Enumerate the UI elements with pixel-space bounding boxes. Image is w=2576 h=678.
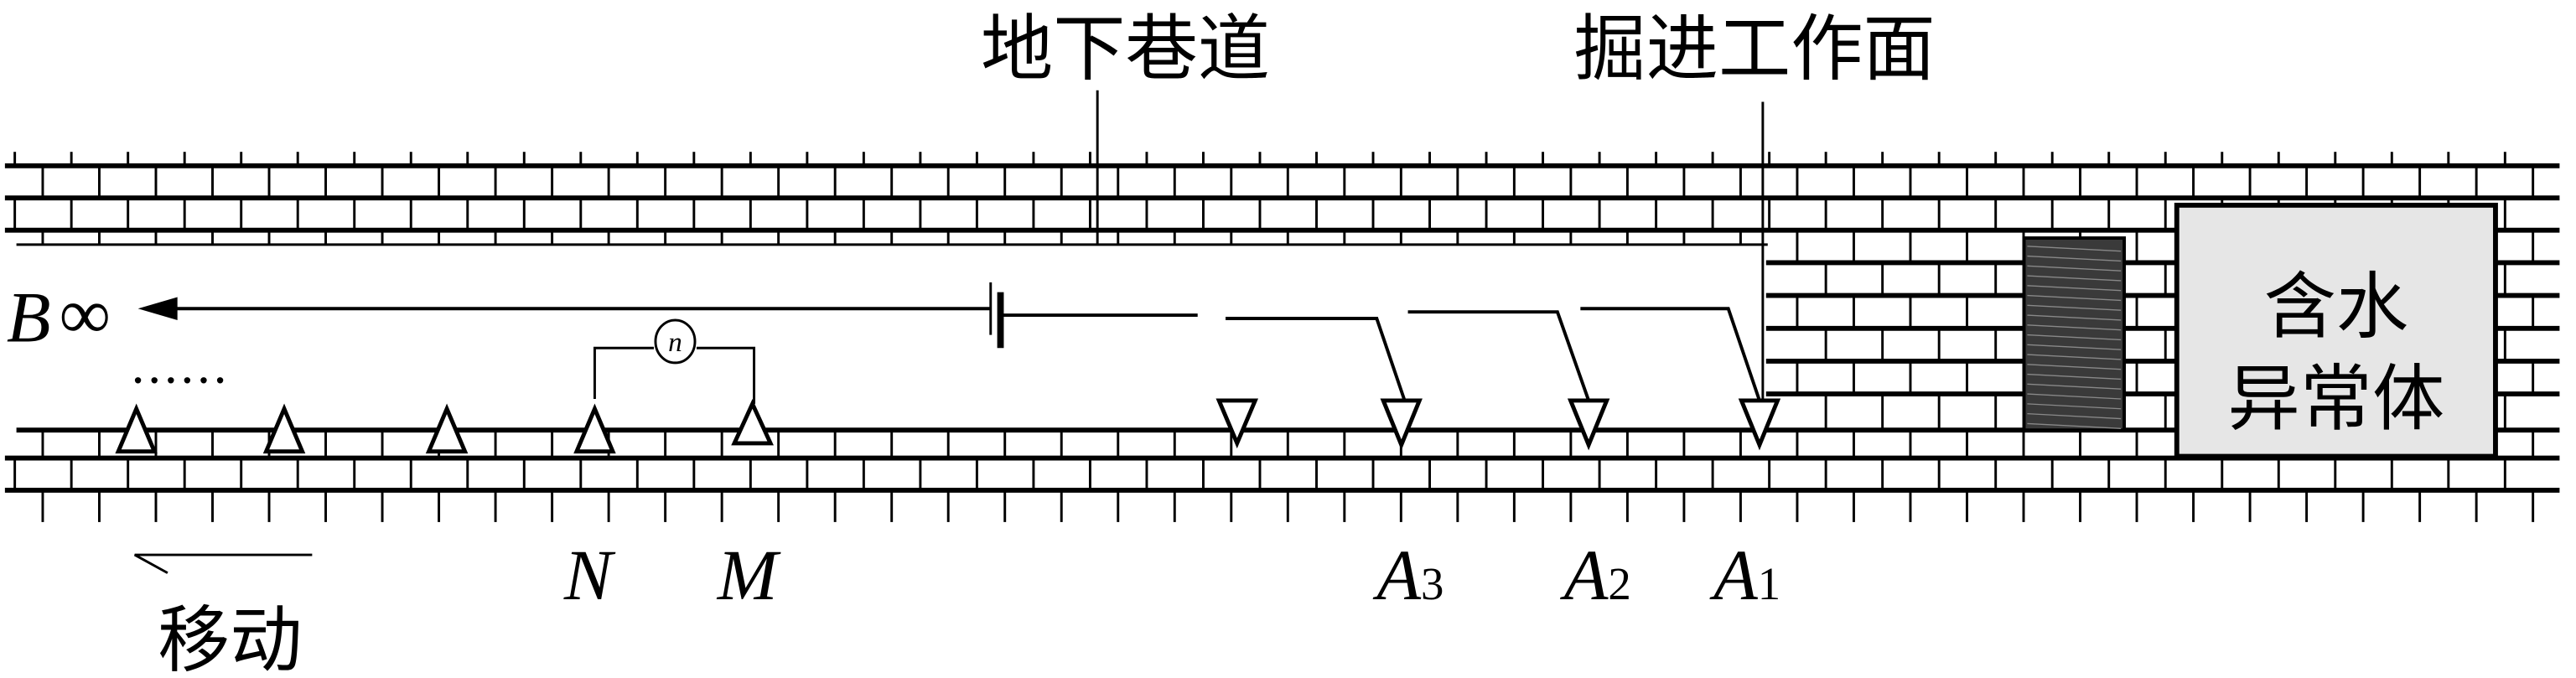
arrowhead-icon — [137, 297, 178, 320]
electrode-m-label: M — [716, 535, 781, 615]
hatch-line — [2027, 364, 2122, 370]
a2-subscript: 2 — [1608, 558, 1630, 609]
hatch-line — [2027, 393, 2122, 400]
hatch-line — [2027, 412, 2122, 420]
station-triangle — [262, 403, 306, 454]
a2-letter: A — [1560, 535, 1609, 615]
meter-icon — [654, 318, 697, 365]
electrode-a1-label: A1 — [1709, 535, 1780, 615]
working-face-label: 掘进工作面 — [1574, 8, 1936, 91]
wire-a2 — [1407, 310, 1590, 401]
meter-wire-n — [593, 346, 655, 399]
station-triangle — [425, 403, 469, 454]
a3-letter: A — [1372, 535, 1421, 615]
wire-a1 — [1580, 307, 1761, 401]
water-anomaly-box — [2174, 202, 2498, 459]
hatch-line — [2027, 246, 2122, 252]
electrode-m-triangle — [731, 398, 774, 446]
electrode-down-triangle — [1215, 398, 1259, 449]
hatch-line — [2027, 265, 2122, 272]
move-direction-arrow — [133, 553, 313, 574]
wire-a3 — [1226, 317, 1407, 401]
station-triangle — [115, 403, 158, 454]
hatch-line — [2027, 354, 2122, 360]
electrode-a3-triangle — [1380, 398, 1423, 451]
hatch-line — [2027, 285, 2122, 292]
electrode-a2-triangle — [1567, 398, 1610, 451]
hatch-line — [2027, 324, 2122, 331]
hatch-line — [2027, 334, 2122, 341]
hatch-line — [2027, 344, 2122, 350]
hatch-line — [2027, 314, 2122, 321]
infinity-symbol: ∞ — [60, 274, 111, 355]
continuation-dots: ...... — [132, 335, 231, 394]
electrode-a1-triangle — [1738, 398, 1781, 451]
hatch-line — [2027, 383, 2122, 390]
hatch-line — [2027, 294, 2122, 302]
hatch-line — [2027, 255, 2122, 262]
hatch-line — [2027, 373, 2122, 380]
move-label: 移动 — [158, 598, 302, 678]
electrode-n-label: N — [563, 535, 616, 615]
hatch-line — [2027, 304, 2122, 311]
hatch-line — [2027, 403, 2122, 410]
electrode-a3-label: A3 — [1372, 535, 1443, 615]
electrode-a2-label: A2 — [1560, 535, 1631, 615]
hatch-line — [2027, 275, 2122, 282]
a1-subscript: 1 — [1758, 558, 1780, 609]
hatch-pattern — [2027, 246, 2122, 429]
a3-subscript: 3 — [1421, 558, 1443, 609]
a1-letter: A — [1709, 535, 1758, 615]
meter-wire-m — [696, 346, 756, 404]
hatch-line — [2027, 422, 2122, 429]
electrode-n-triangle — [573, 403, 616, 454]
tunnel-label: 地下巷道 — [981, 8, 1270, 91]
meter-symbol: n — [668, 327, 682, 358]
b-electrode-label: B — [7, 277, 51, 357]
anomaly-label-line2: 异常体 — [2228, 357, 2445, 441]
anomaly-label-line1: 含水 — [2264, 266, 2408, 349]
